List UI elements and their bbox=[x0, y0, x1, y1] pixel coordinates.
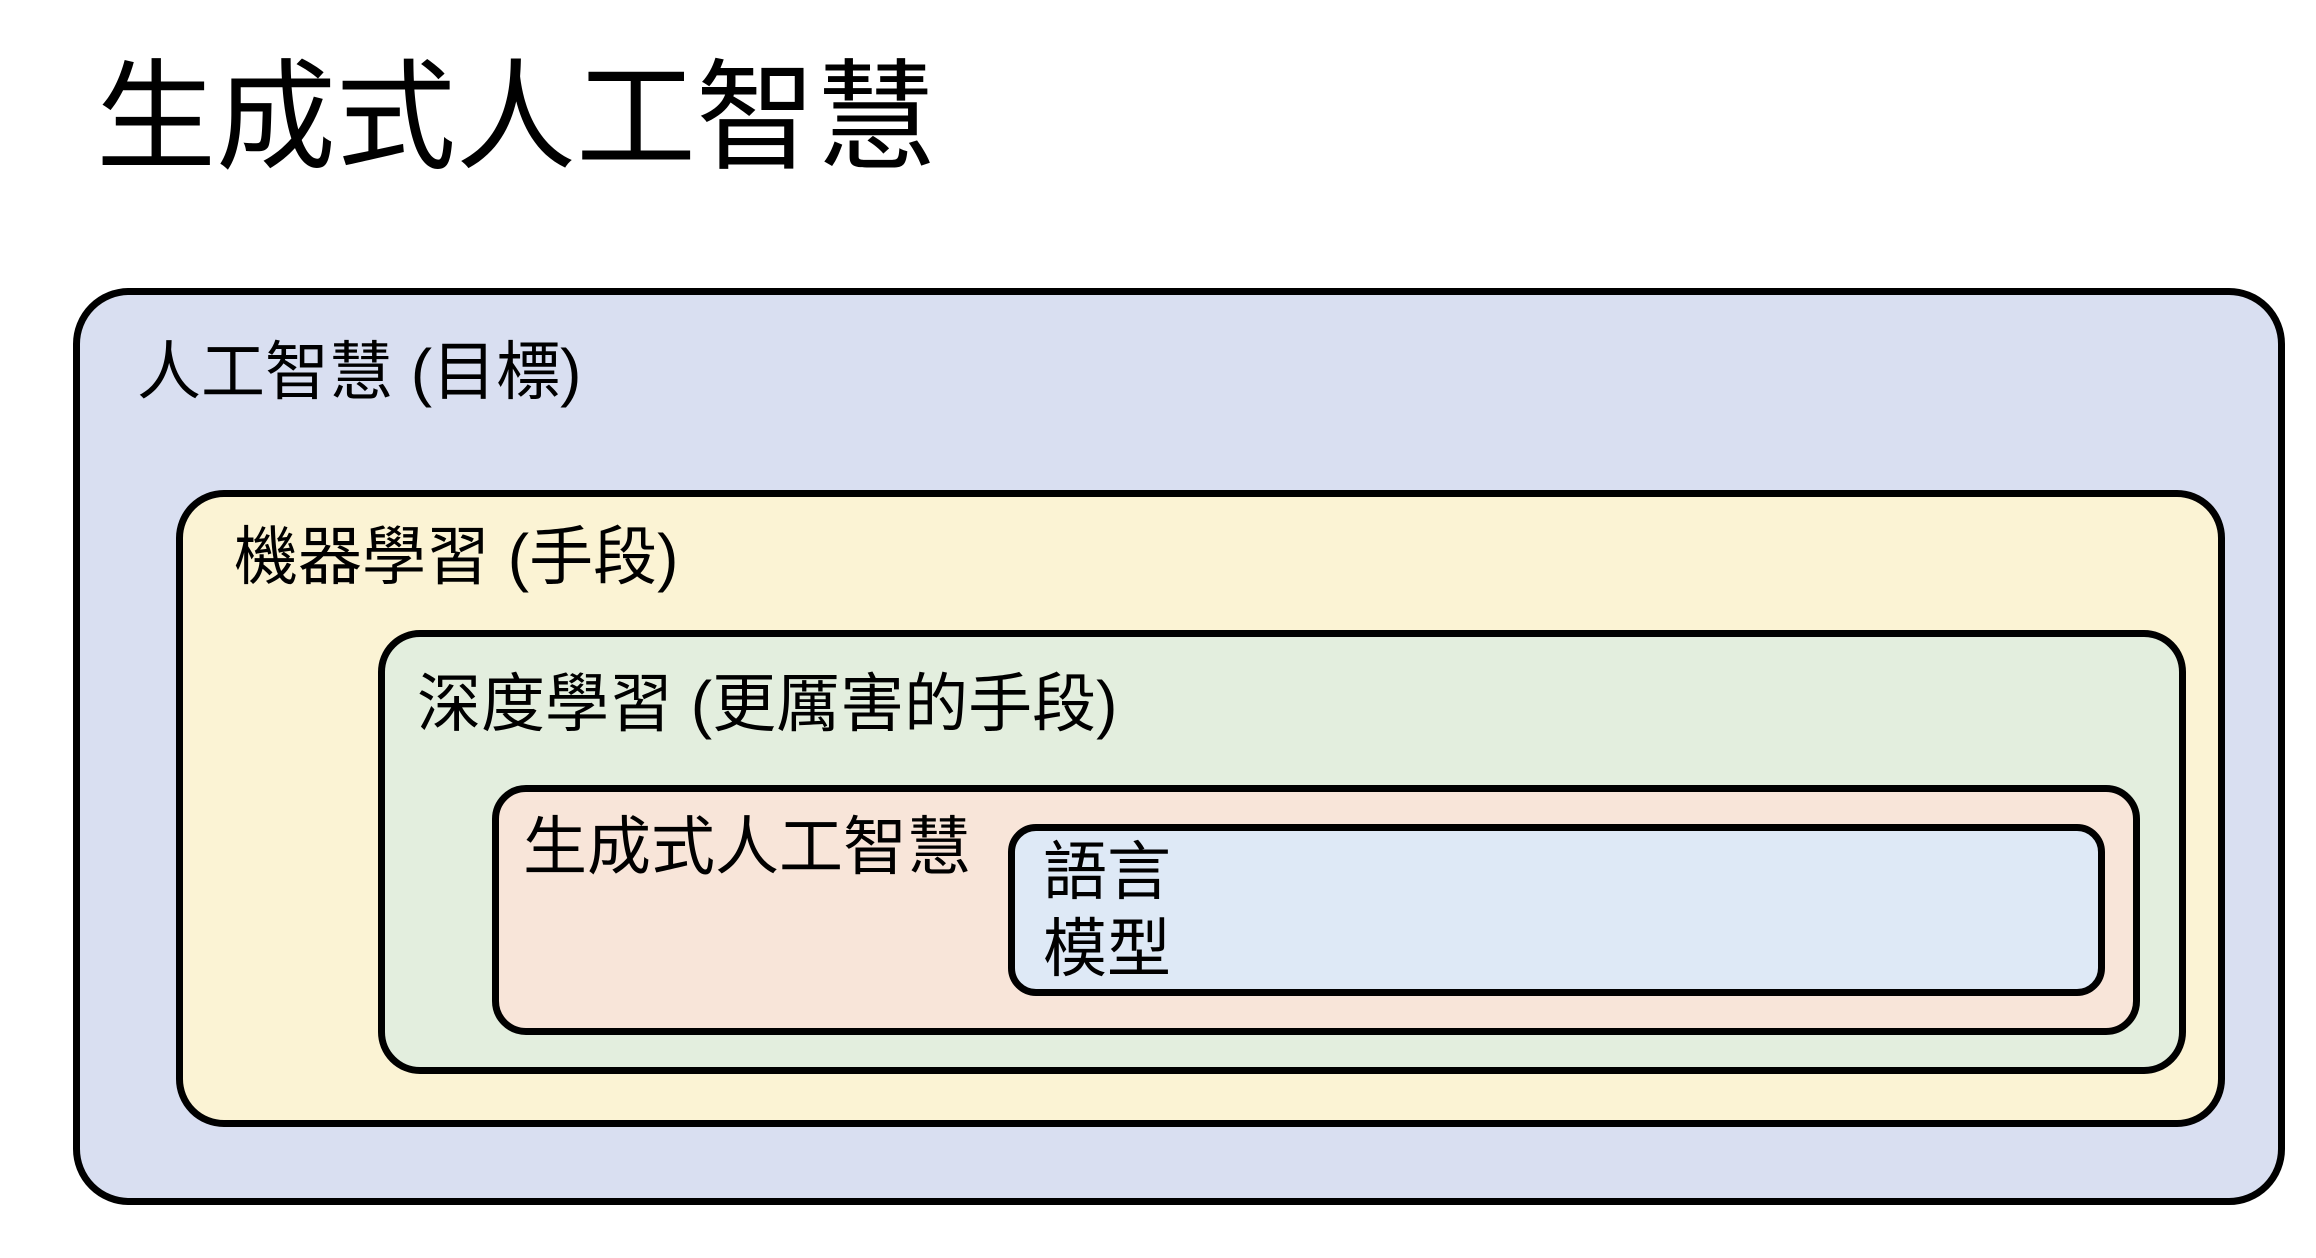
page-title: 生成式人工智慧 bbox=[96, 51, 936, 185]
machine-learning-box-label: 機器學習 (手段) bbox=[234, 521, 679, 593]
language-model-box: 語言 模型 bbox=[1008, 824, 2105, 996]
language-model-box-label: 語言 模型 bbox=[1043, 836, 1171, 985]
ai-box-label: 人工智慧 (目標) bbox=[137, 336, 582, 408]
generative-ai-box-label: 生成式人工智慧 bbox=[523, 811, 971, 883]
deep-learning-box-label: 深度學習 (更厲害的手段) bbox=[417, 668, 1118, 740]
